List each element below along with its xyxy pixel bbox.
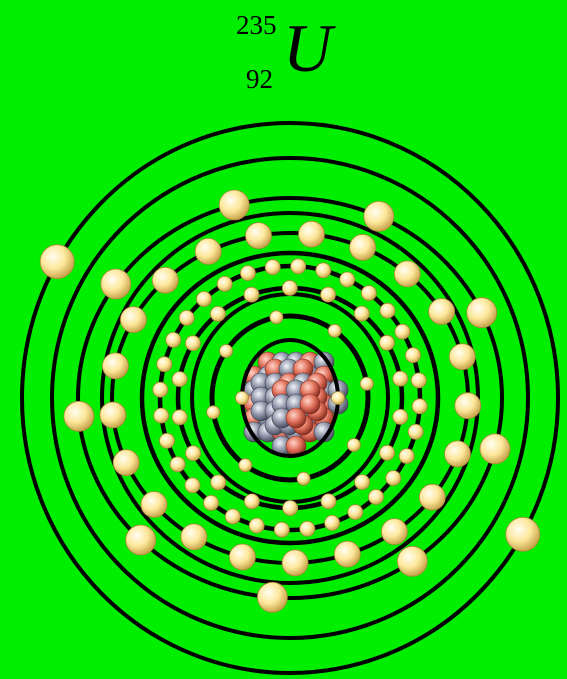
electron-icon bbox=[394, 261, 420, 287]
electron-icon bbox=[300, 521, 315, 536]
electron-icon bbox=[299, 221, 325, 247]
electron-icon bbox=[249, 518, 264, 533]
electron-icon bbox=[449, 344, 475, 370]
electron-icon bbox=[211, 475, 226, 490]
electron-icon bbox=[64, 401, 94, 431]
electron-icon bbox=[179, 310, 194, 325]
atomic-number: 92 bbox=[246, 66, 273, 93]
electron-icon bbox=[321, 287, 336, 302]
electron-icon bbox=[397, 546, 427, 576]
electron-icon bbox=[429, 299, 455, 325]
electron-icon bbox=[154, 408, 169, 423]
electron-icon bbox=[166, 332, 181, 347]
electron-icon bbox=[347, 439, 360, 452]
electron-icon bbox=[141, 492, 167, 518]
electron-icon bbox=[225, 509, 240, 524]
electron-icon bbox=[172, 410, 187, 425]
electron-icon bbox=[244, 494, 259, 509]
electron-icon bbox=[270, 311, 283, 324]
electron-icon bbox=[100, 402, 126, 428]
electron-icon bbox=[412, 399, 427, 414]
electron-icon bbox=[236, 392, 249, 405]
electron-icon bbox=[229, 544, 255, 570]
electron-icon bbox=[244, 287, 259, 302]
electron-icon bbox=[181, 524, 207, 550]
electron-icon bbox=[170, 457, 185, 472]
electron-icon bbox=[354, 306, 369, 321]
electron-icon bbox=[246, 223, 272, 249]
electron-icon bbox=[411, 373, 426, 388]
electron-icon bbox=[265, 260, 280, 275]
proton bbox=[286, 408, 306, 428]
electron-icon bbox=[282, 281, 297, 296]
electron-icon bbox=[195, 238, 221, 264]
electron-icon bbox=[219, 190, 249, 220]
electron-icon bbox=[204, 495, 219, 510]
electron-icon bbox=[467, 298, 497, 328]
electron-icon bbox=[350, 234, 376, 260]
electron-icon bbox=[399, 449, 414, 464]
electron-icon bbox=[185, 478, 200, 493]
electron-icon bbox=[355, 475, 370, 490]
electron-icon bbox=[220, 345, 233, 358]
electron-icon bbox=[348, 505, 363, 520]
electron-icon bbox=[455, 393, 481, 419]
electron-icon bbox=[113, 450, 139, 476]
electron-icon bbox=[364, 201, 394, 231]
electron-icon bbox=[126, 525, 156, 555]
electron-icon bbox=[393, 371, 408, 386]
electron-icon bbox=[239, 459, 252, 472]
electron-icon bbox=[283, 501, 298, 516]
electron-icon bbox=[393, 409, 408, 424]
electron-icon bbox=[340, 272, 355, 287]
electron-icon bbox=[120, 307, 146, 333]
electron-icon bbox=[506, 517, 540, 551]
electron-icon bbox=[160, 433, 175, 448]
electron-icon bbox=[445, 441, 471, 467]
electron-icon bbox=[207, 406, 220, 419]
mass-number: 235 bbox=[236, 12, 277, 39]
electron-icon bbox=[157, 357, 172, 372]
electron-icon bbox=[380, 445, 395, 460]
electron-icon bbox=[480, 434, 510, 464]
electron-icon bbox=[321, 494, 336, 509]
electron-icon bbox=[379, 335, 394, 350]
isotope-symbol: 235 92 U bbox=[232, 6, 342, 96]
electron-icon bbox=[282, 550, 308, 576]
electron-icon bbox=[386, 471, 401, 486]
electron-icon bbox=[381, 519, 407, 545]
electron-icon bbox=[380, 303, 395, 318]
electron-icon bbox=[185, 336, 200, 351]
electron-icon bbox=[217, 276, 232, 291]
electron-icon bbox=[153, 382, 168, 397]
electron-icon bbox=[406, 348, 421, 363]
element-symbol: U bbox=[283, 14, 332, 82]
electron-icon bbox=[325, 515, 340, 530]
electron-icon bbox=[101, 269, 131, 299]
electron-icon bbox=[360, 377, 373, 390]
electron-icon bbox=[40, 245, 74, 279]
electron-icon bbox=[152, 267, 178, 293]
electron-icon bbox=[419, 484, 445, 510]
electron-icon bbox=[297, 472, 310, 485]
electron-icon bbox=[186, 446, 201, 461]
electron-icon bbox=[316, 263, 331, 278]
electron-icon bbox=[369, 490, 384, 505]
electron-icon bbox=[328, 324, 341, 337]
electron-icon bbox=[332, 392, 345, 405]
electron-icon bbox=[395, 324, 410, 339]
electron-icon bbox=[197, 292, 212, 307]
electron-icon bbox=[257, 582, 287, 612]
electron-icon bbox=[274, 522, 289, 537]
electron-icon bbox=[172, 372, 187, 387]
electron-icon bbox=[408, 424, 423, 439]
electron-icon bbox=[240, 266, 255, 281]
electron-icon bbox=[102, 353, 128, 379]
electron-icon bbox=[210, 306, 225, 321]
electron-icon bbox=[334, 541, 360, 567]
electron-icon bbox=[361, 286, 376, 301]
electron-icon bbox=[291, 259, 306, 274]
